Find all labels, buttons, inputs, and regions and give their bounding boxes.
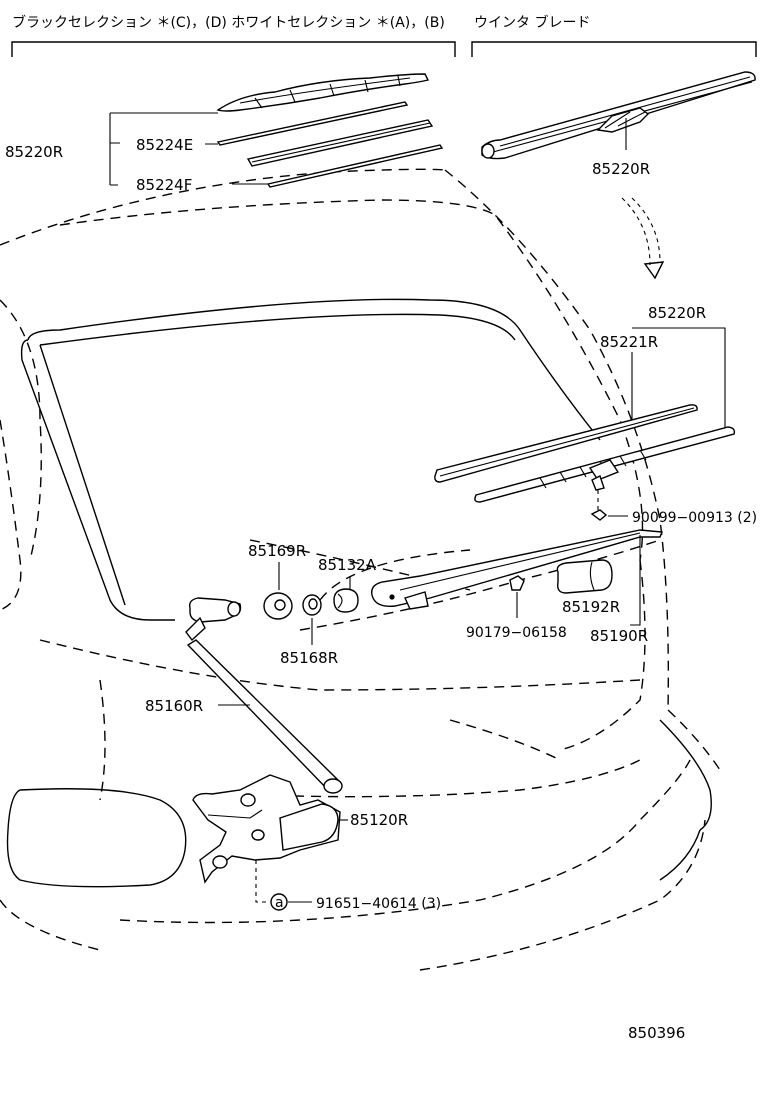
header-left-text: ブラックセレクション ＊(C)，(D) ホワイトセレクション ＊(A)，(B) — [12, 14, 445, 31]
rear-window-outline — [20, 298, 601, 621]
part-85168R: 85168R — [280, 649, 338, 667]
header-right-bracket — [471, 41, 757, 57]
leader-85224 — [205, 143, 268, 185]
part-85192R: 85192R — [562, 598, 620, 616]
part-85120R: 85120R — [350, 811, 408, 829]
bracket-85220R-left — [109, 112, 218, 186]
grommet-85169R — [263, 592, 293, 620]
part-85160R: 85160R — [145, 697, 203, 715]
part-90179-06158: 90179−06158 — [466, 625, 567, 641]
part-85224E: 85224E — [136, 136, 193, 154]
callout-a-circle — [270, 893, 288, 911]
wiper-blade-85220R-assembly — [474, 426, 736, 503]
part-91651-40614: 91651−40614 (3) — [316, 896, 441, 912]
bracket-85190R — [630, 535, 641, 626]
part-90099-00913: 90099−00913 (2) — [632, 510, 757, 526]
callout-a-label: a — [275, 895, 284, 911]
flow-arrow — [621, 197, 665, 280]
cap-85132A — [333, 588, 359, 613]
part-85169R: 85169R — [248, 542, 306, 560]
bushing-85168R — [302, 594, 322, 616]
leader-91651-dashed — [255, 860, 268, 903]
motor-85120R — [192, 774, 341, 884]
blade-assembly-top — [216, 73, 430, 112]
cap-85192R — [556, 559, 613, 594]
wiper-arm-85190R — [371, 529, 663, 610]
blade-insert-strip — [246, 119, 434, 167]
part-85220R-right: 85220R — [648, 304, 706, 322]
part-85220R-top-left: 85220R — [5, 143, 63, 161]
pivot-85160R — [185, 597, 343, 794]
part-85132A: 85132A — [318, 556, 377, 574]
part-85224F: 85224F — [136, 176, 192, 194]
blade-rubber-85224F — [266, 144, 444, 188]
nut-90179-06158 — [509, 575, 525, 591]
blade-rubber-85224E — [216, 101, 409, 146]
header-left-bracket — [11, 41, 456, 57]
diagram-id: 850396 — [628, 1024, 685, 1042]
bracket-85220R-right — [632, 327, 726, 430]
wiper-blade-85221R — [434, 404, 698, 483]
part-85220R-winter: 85220R — [592, 160, 650, 178]
nut-90099 — [590, 509, 608, 521]
part-85190R: 85190R — [590, 627, 648, 645]
winter-blade — [481, 71, 756, 160]
header-right-text: ウインタ ブレード — [474, 14, 590, 31]
tail-lamp-shape — [6, 719, 712, 888]
part-85221R: 85221R — [600, 333, 658, 351]
